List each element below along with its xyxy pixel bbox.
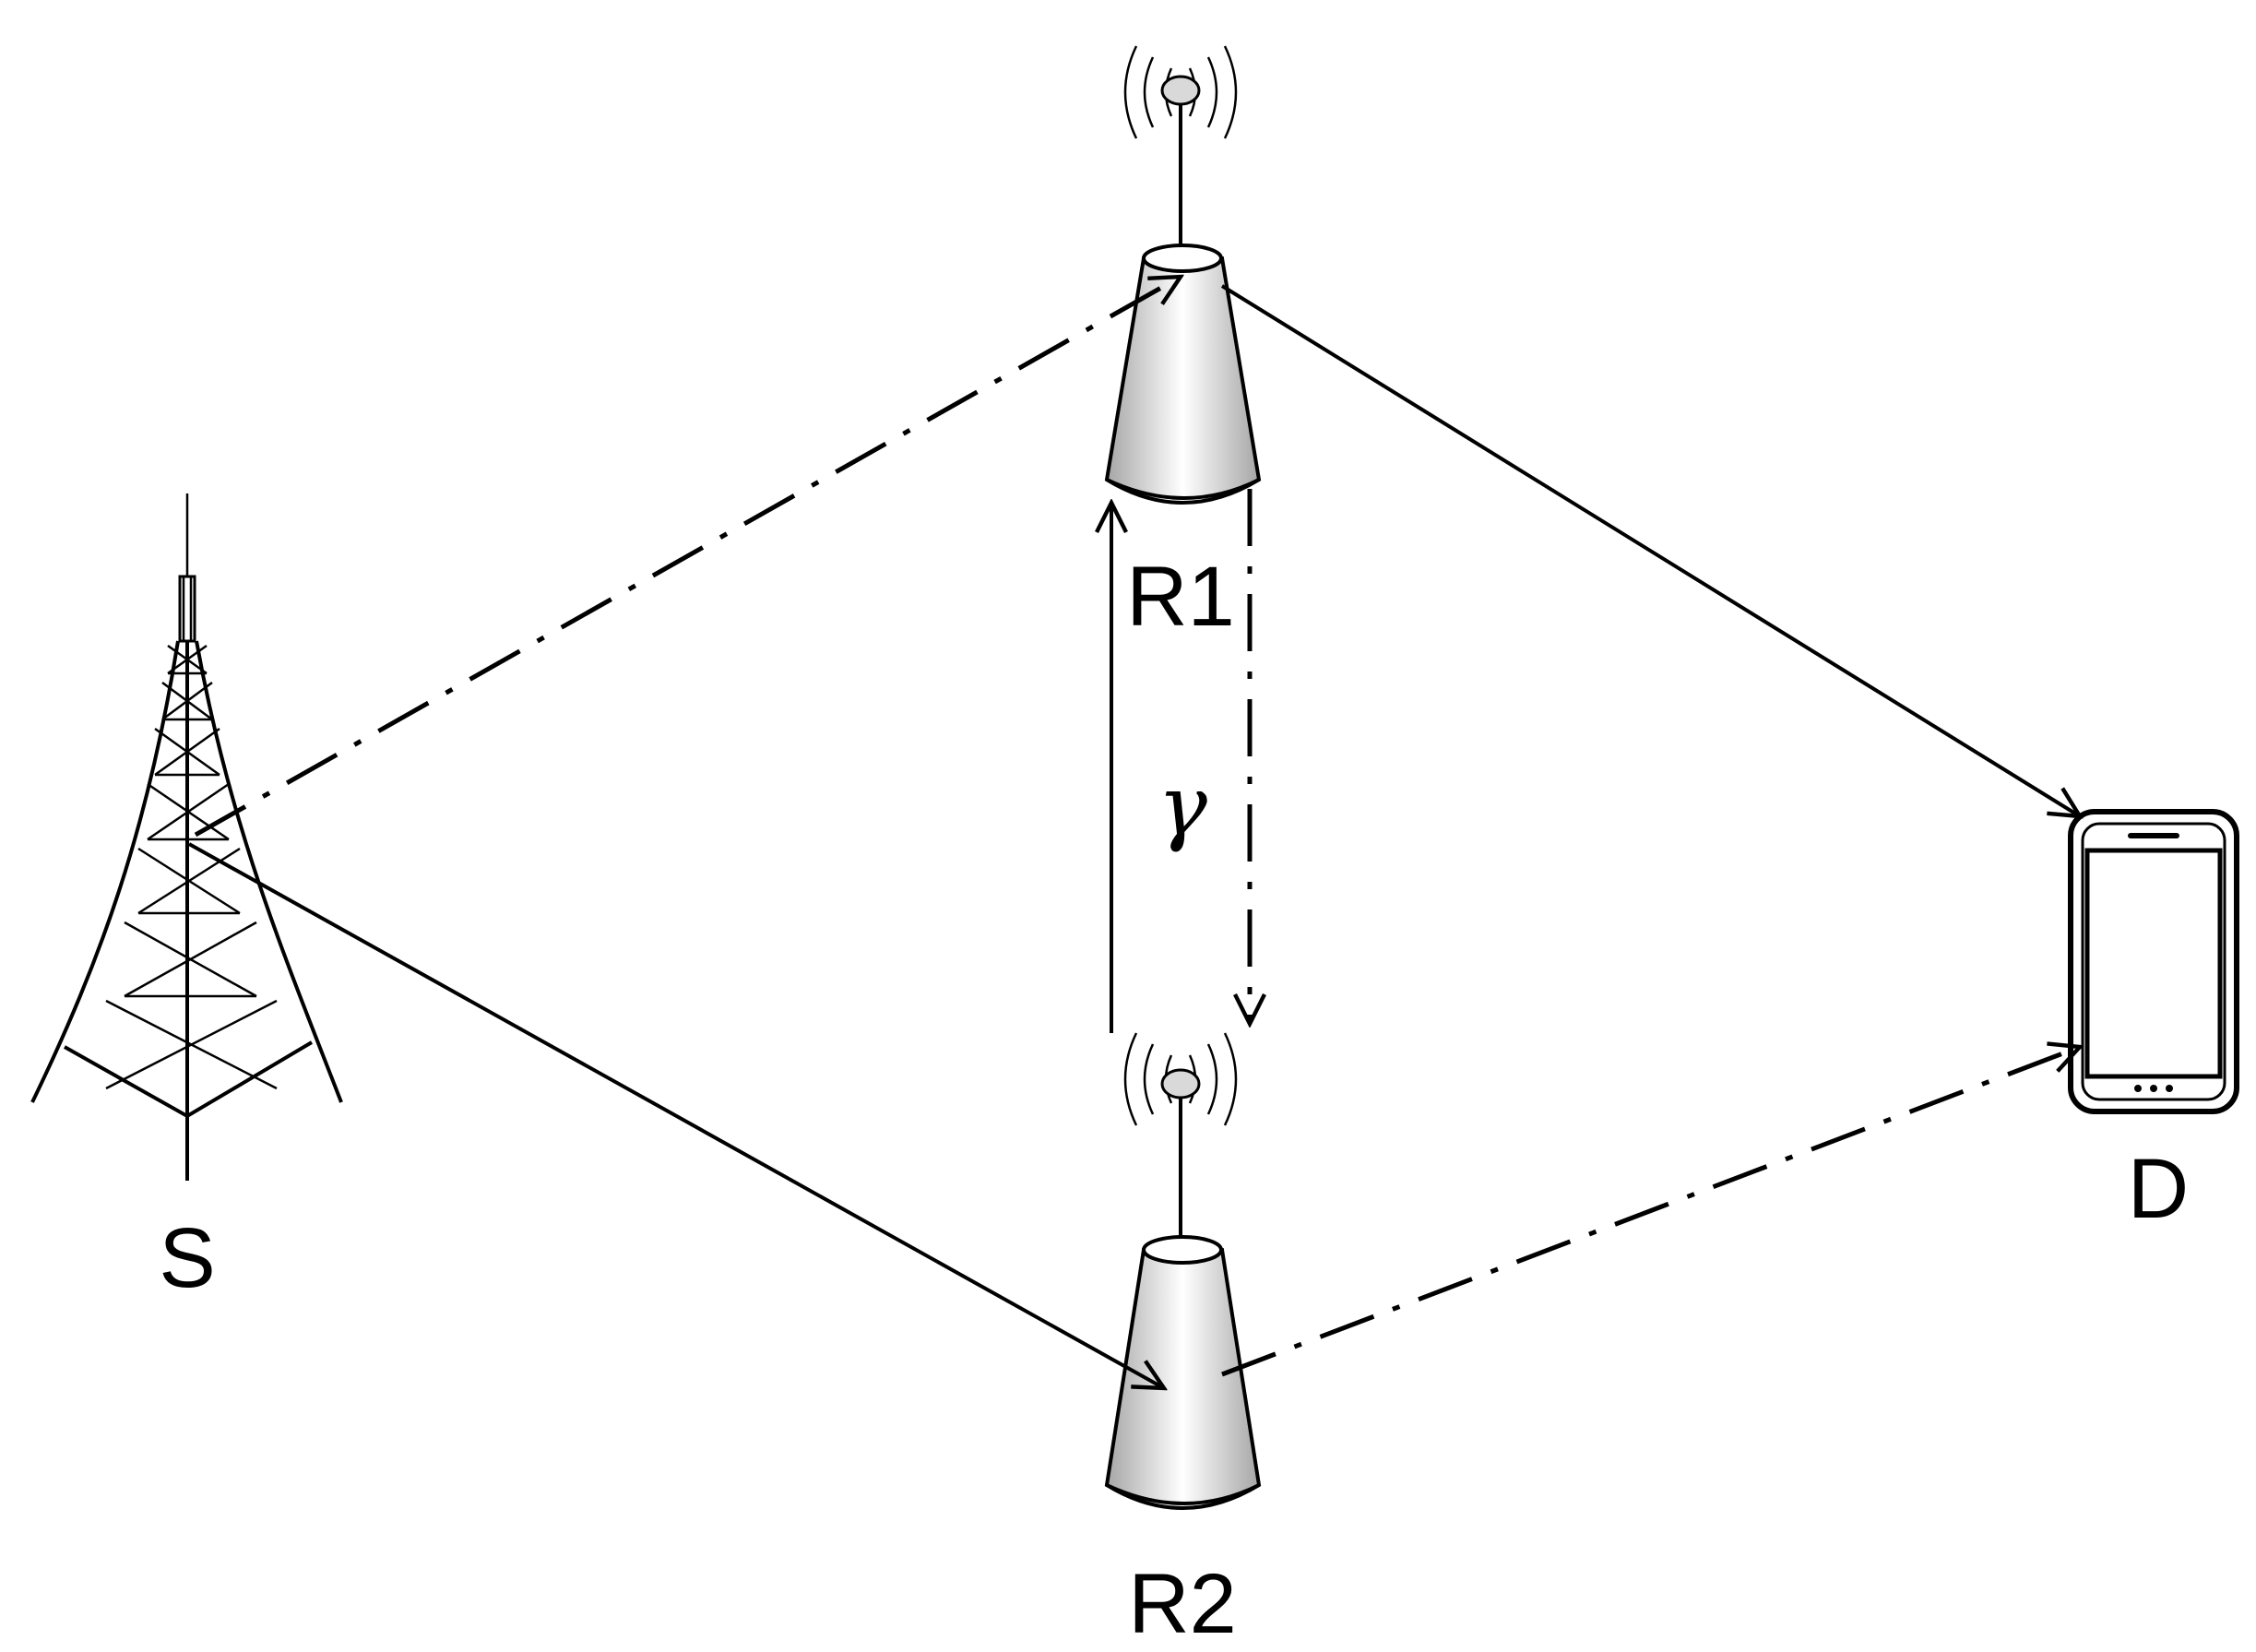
relay1-label: R1 [1126, 550, 1235, 644]
relay-antenna-icon [1104, 45, 1262, 505]
link-relay2-destination [1221, 1047, 2080, 1377]
link-source-relay2 [188, 842, 1164, 1388]
destination-label: D [2128, 1142, 2189, 1236]
link-relay1-destination [1220, 284, 2080, 816]
smartphone-icon [2068, 809, 2239, 1114]
transmission-tower-icon [30, 493, 343, 1181]
relay2-label: R2 [1128, 1557, 1237, 1651]
relay-antenna-icon [1104, 1032, 1262, 1510]
link-source-relay1 [194, 277, 1181, 838]
source-label: S [159, 1211, 215, 1305]
inter-relay-gamma-label: γ [1158, 758, 1207, 855]
